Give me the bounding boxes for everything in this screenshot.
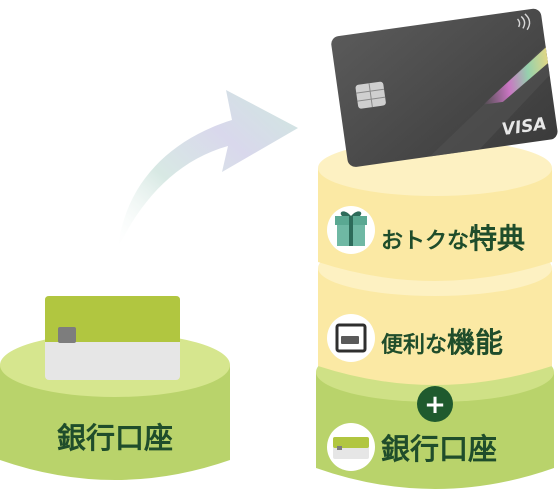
credit-card: VISA bbox=[331, 8, 558, 167]
curved-arrow bbox=[118, 90, 298, 248]
function-emphasis: 機能 bbox=[447, 326, 503, 359]
right-bank-label: 銀行口座 bbox=[381, 432, 497, 466]
benefit-prefix: おトクな bbox=[381, 229, 469, 254]
left-bank-stack: 銀行口座 bbox=[0, 296, 230, 480]
card-chip bbox=[355, 81, 386, 109]
plus-badge bbox=[417, 386, 453, 422]
left-bank-label: 銀行口座 bbox=[57, 421, 173, 455]
benefit-emphasis: 特典 bbox=[469, 222, 525, 255]
right-stack: おトクな特典 便利な機能 + 銀行口座 bbox=[316, 140, 554, 489]
wallet-icon bbox=[335, 323, 367, 353]
contactless-icon bbox=[517, 13, 531, 31]
function-prefix: 便利な bbox=[381, 333, 447, 358]
bank-card bbox=[45, 296, 180, 380]
bank-card-icon bbox=[333, 437, 369, 459]
function-label: 便利な機能 bbox=[381, 326, 503, 359]
plus-symbol: + bbox=[424, 390, 446, 420]
benefit-label: おトクな特典 bbox=[381, 222, 525, 255]
gift-icon bbox=[335, 211, 367, 246]
